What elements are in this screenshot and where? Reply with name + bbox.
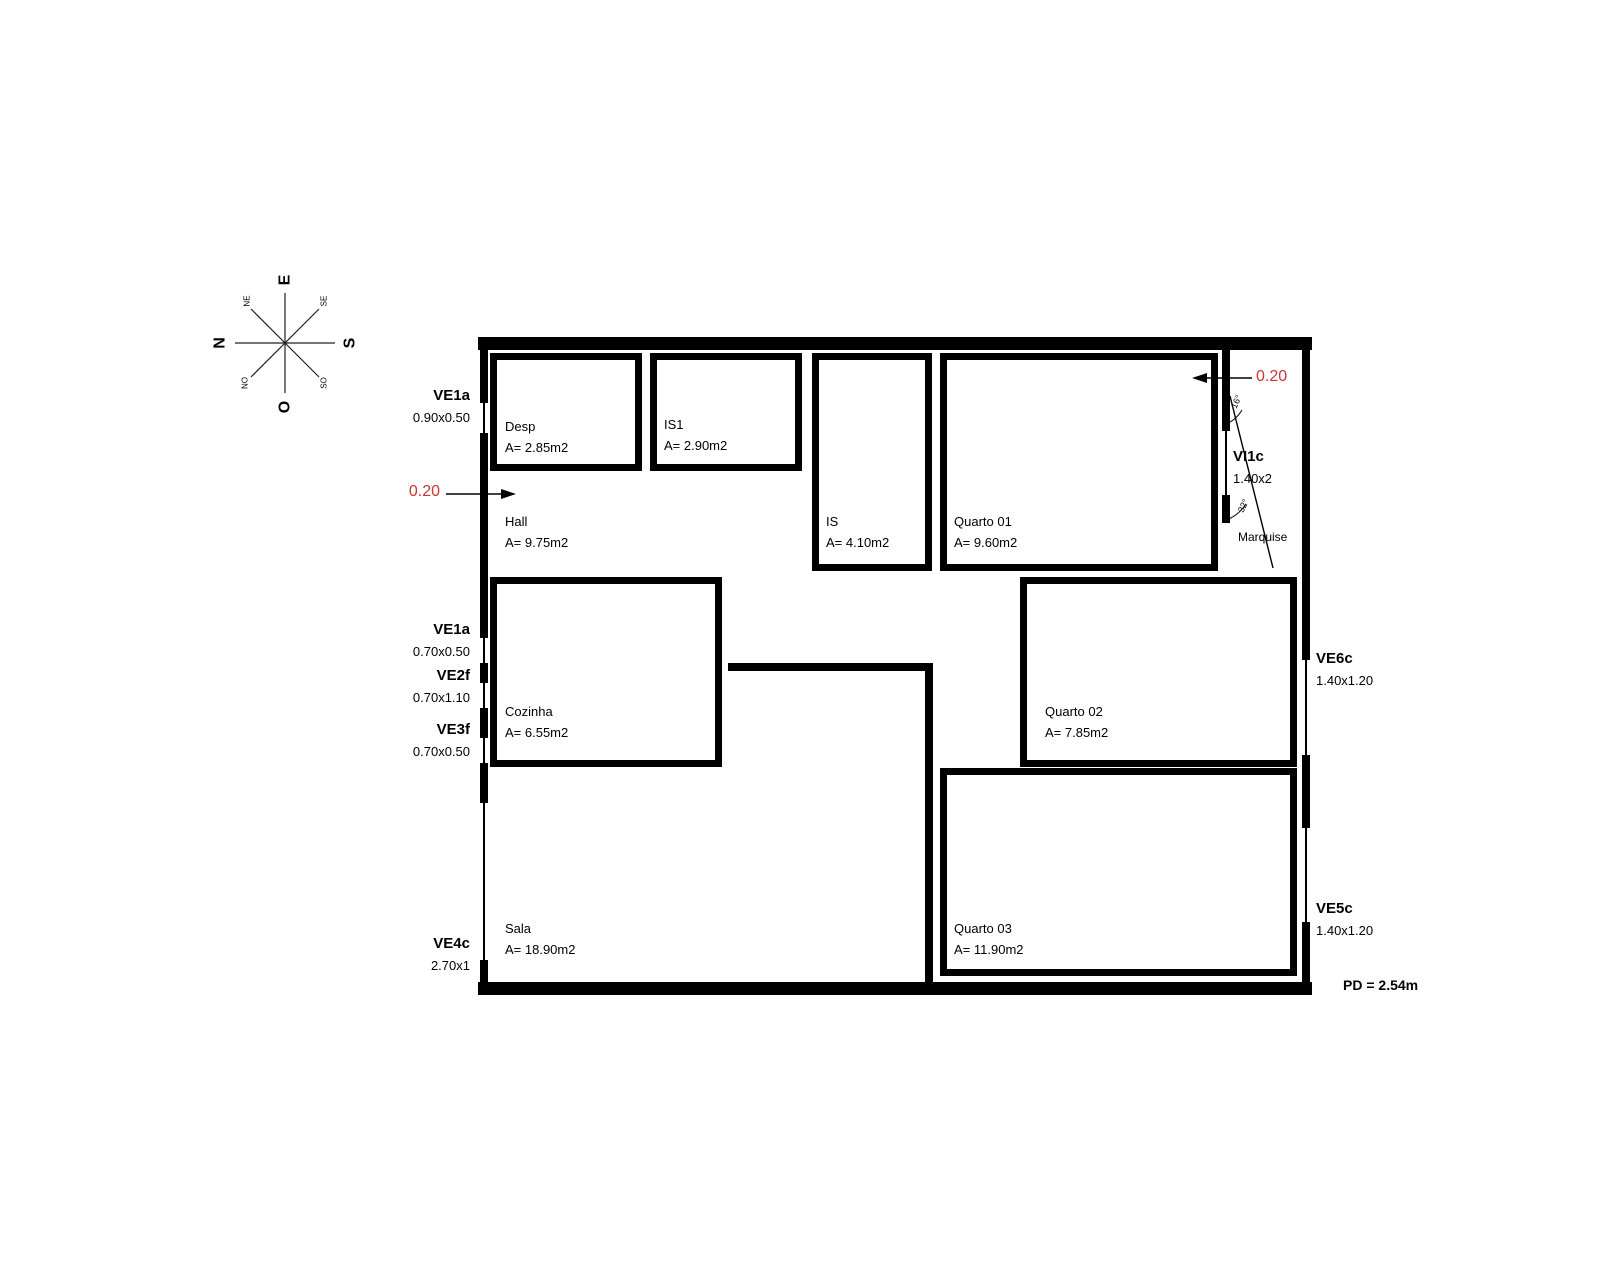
wall-outer-left-seg5 [480,763,488,803]
opening-name: VI1c [1233,448,1264,465]
room-label-desp: Desp A= 2.85m2 [505,417,568,459]
room-area: A= 4.10m2 [826,534,890,550]
room-name: Desp [505,419,536,434]
opening-label-vi1c: VI1c 1.40x2 [1233,446,1272,488]
room-label-sala: Sala A= 18.90m2 [505,919,575,961]
wall-outer-left-seg1 [480,337,488,403]
window-ve1a-070-line [483,638,485,663]
opening-label-ve4c: VE4c 2.70x1 [348,933,470,975]
wall-outer-bottom [478,982,1312,995]
opening-label-ve2f: VE2f 0.70x1.10 [348,665,470,707]
room-is-outline [812,353,932,571]
angle-top-label: 16° [1229,393,1244,410]
room-area: A= 18.90m2 [505,941,576,957]
room-area: A= 6.55m2 [505,724,569,740]
opening-dim: 0.70x0.50 [412,643,470,659]
compass-east-label: E [277,274,294,285]
wall-outer-top [478,337,1312,350]
compass-south-label: S [342,337,359,348]
angle-bottom-label: 32° [1236,497,1251,514]
room-label-marquise: Marquise [1238,530,1287,544]
room-area: A= 2.85m2 [505,439,569,455]
wall-outer-right-seg2 [1302,755,1310,828]
opening-name: VE5c [1316,900,1353,917]
opening-label-ve5c: VE5c 1.40x1.20 [1316,898,1373,940]
room-area: A= 9.75m2 [505,534,569,550]
room-quarto02-outline [1020,577,1297,767]
room-area: A= 2.90m2 [664,437,728,453]
window-ve2f-line [483,683,485,708]
wall-outer-left-seg6 [480,960,488,995]
window-ve6c-line [1305,660,1307,755]
wall-outer-left-seg3 [480,663,488,683]
opening-dim: 1.40x1.20 [1316,672,1374,688]
room-label-quarto02: Quarto 02 A= 7.85m2 [1045,702,1108,744]
room-quarto03-outline [940,768,1297,976]
opening-label-ve1a-090: VE1a 0.90x0.50 [348,385,470,427]
compass-ne-label: NE [243,295,252,306]
opening-name: VE4c [433,935,470,952]
opening-dim: 0.90x0.50 [412,409,470,425]
wall-sala-right [925,663,933,983]
opening-dim: 0.70x0.50 [412,743,470,759]
room-label-quarto01: Quarto 01 A= 9.60m2 [954,512,1017,554]
opening-dim: 1.40x1.20 [1316,922,1374,938]
room-name: Quarto 02 [1045,704,1103,719]
room-area: A= 11.90m2 [954,941,1024,957]
opening-name: VE1a [433,621,470,638]
window-ve1a-090-line [483,403,485,433]
opening-dim: 1.40x2 [1233,470,1273,486]
room-area: A= 9.60m2 [954,534,1018,550]
room-is1-outline [650,353,802,471]
ceiling-height-label: PD = 2.54m [1343,977,1419,993]
room-name: Sala [505,921,532,936]
wall-thickness-label-left: 0.20 [408,483,440,500]
compass-so-label: SO [320,377,329,389]
compass-north-label: N [212,337,229,349]
wall-marquise-divider-top [1222,349,1230,431]
room-name: Hall [505,514,528,529]
wall-outer-left-seg4 [480,708,488,738]
room-label-hall: Hall A= 9.75m2 [505,512,568,554]
opening-name: VE3f [436,721,470,738]
compass-rose: E S O N NE SE NO SO [212,274,359,413]
room-name: IS [826,514,839,529]
room-quarto01-outline [940,353,1218,571]
opening-label-ve3f: VE3f 0.70x0.50 [348,719,470,761]
opening-name: VE1a [433,387,470,404]
compass-west-label: O [277,401,294,413]
room-label-cozinha: Cozinha A= 6.55m2 [505,702,568,744]
opening-dim: 2.70x1 [430,957,470,973]
wall-sala-top [728,663,932,671]
wall-outer-right-seg3 [1302,922,1310,995]
room-name: Quarto 01 [954,514,1012,529]
wall-thickness-label-right: 0.20 [1256,368,1288,385]
room-label-is: IS A= 4.10m2 [826,512,889,554]
wall-outer-left-seg2 [480,433,488,638]
window-vi1c-line [1225,431,1227,495]
opening-label-ve6c: VE6c 1.40x1.20 [1316,648,1373,690]
room-name: Cozinha [505,704,553,719]
room-desp-outline [490,353,642,471]
compass-no-label: NO [241,377,250,389]
window-ve4c-line [483,803,485,960]
opening-name: VE6c [1316,650,1353,667]
opening-dim: 0.70x1.10 [412,689,470,705]
opening-label-ve1a-070: VE1a 0.70x0.50 [348,619,470,661]
wall-marquise-divider-bottom [1222,495,1230,523]
compass-se-label: SE [320,296,329,307]
opening-name: VE2f [436,667,470,684]
window-ve3f-line [483,738,485,763]
room-label-is1: IS1 A= 2.90m2 [664,415,727,457]
room-area: A= 7.85m2 [1045,724,1109,740]
room-name: IS1 [664,417,684,432]
wall-outer-right-seg1 [1302,337,1310,660]
window-ve5c-line [1305,828,1307,922]
room-name: Quarto 03 [954,921,1012,936]
room-label-quarto03: Quarto 03 A= 11.90m2 [954,919,1024,961]
room-name: Marquise [1238,530,1288,544]
room-cozinha-outline [490,577,722,767]
